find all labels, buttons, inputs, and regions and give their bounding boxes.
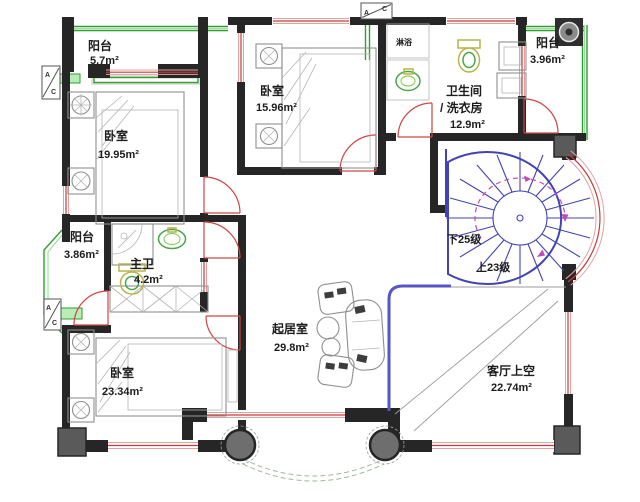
room-label-balcony-ml: 阳台 (70, 229, 94, 244)
ac-unit-icon: A C (360, 2, 393, 20)
stair-label-down: 下25级 (447, 232, 482, 246)
wall-pillars (57, 134, 581, 457)
svg-text:A: A (46, 305, 51, 312)
spiral-staircase (445, 149, 594, 285)
svg-text:A: A (364, 10, 369, 17)
fixture-label-shower: 淋浴 (396, 37, 413, 47)
svg-text:C: C (51, 89, 56, 96)
room-area-living: 29.8m² (274, 342, 309, 354)
ac-units: A C A C A C (41, 2, 393, 331)
toilet-icon (457, 47, 481, 73)
shower-stall (386, 23, 430, 59)
sink-icon (395, 70, 421, 92)
vanity (386, 59, 430, 101)
sink-icon (157, 228, 187, 250)
door-bedroom-topleft (203, 176, 241, 214)
room-area-master-bath: 4.2m² (134, 274, 163, 286)
room-area-void: 22.74m² (491, 382, 532, 394)
room-label-balcony-tl: 阳台 (88, 38, 112, 53)
room-label-laundry: / 洗衣房 (440, 100, 483, 115)
furniture (67, 43, 385, 423)
room-label-bedroom-tl: 卧室 (104, 128, 128, 143)
ac-unit-icon: A C (41, 65, 61, 100)
room-area-balcony-ml: 3.86m² (64, 249, 99, 261)
shower-tray-icon (111, 223, 154, 266)
room-label-living: 起居室 (271, 321, 308, 336)
void-edge-line (394, 288, 549, 415)
columns (220, 18, 583, 465)
room-label-bedroom-tm: 卧室 (260, 83, 284, 98)
red-windows (62, 17, 605, 452)
stair-direction-arc (474, 177, 566, 239)
door-bedroom-mid (339, 134, 377, 172)
door-balcony-left (73, 290, 109, 326)
void-and-railing (242, 284, 566, 482)
room-area-balcony-tl: 5.7m² (90, 55, 119, 67)
toilet-tank-icon (118, 263, 146, 272)
curved-eave-line (242, 463, 385, 482)
door-master-bath (203, 221, 241, 259)
void-edge-line (413, 300, 559, 432)
bath-fixtures (111, 23, 527, 295)
room-area-balcony-tr: 3.96m² (530, 54, 565, 66)
washer-icon (498, 41, 527, 71)
toilet-icon (119, 271, 145, 295)
room-labels: 阳台 5.7m² 卧室 19.95m² 卧室 15.96m² 卫生间 / 洗衣房… (64, 35, 565, 398)
washer-icon (496, 72, 527, 99)
stair-label-up: 上23级 (476, 260, 511, 274)
bed-bottom-left (67, 329, 238, 423)
stair-railing (387, 284, 451, 411)
room-label-void: 客厅上空 (486, 363, 535, 378)
column (223, 428, 257, 462)
room-area-bedroom-bl: 23.34m² (102, 386, 143, 398)
ac-unit-icon: A C (43, 298, 62, 331)
door-bathroom (397, 102, 433, 138)
room-label-master-bath: 主卫 (130, 256, 154, 271)
room-area-bedroom-tl: 19.95m² (98, 149, 139, 161)
room-label-bathroom: 卫生间 (446, 83, 482, 98)
room-label-balcony-tr: 阳台 (536, 35, 560, 50)
curved-eave-line (242, 458, 385, 477)
door-balcony-right (523, 98, 559, 134)
room-label-bedroom-bl: 卧室 (110, 365, 134, 380)
room-area-bedroom-tm: 15.96m² (256, 102, 297, 114)
svg-text:C: C (52, 320, 57, 327)
sofa-set (316, 281, 385, 388)
wardrobe (109, 285, 209, 313)
column (368, 428, 402, 462)
tap-icon (167, 227, 177, 233)
bed-top-mid (255, 43, 377, 169)
svg-text:A: A (45, 72, 50, 79)
room-area-bathroom: 12.9m² (450, 119, 485, 131)
toilet-tank-icon (457, 39, 481, 49)
tap-icon (403, 68, 414, 75)
svg-text:C: C (382, 6, 387, 13)
door-bedroom-bottom (205, 315, 241, 351)
stair-treads (446, 152, 594, 284)
